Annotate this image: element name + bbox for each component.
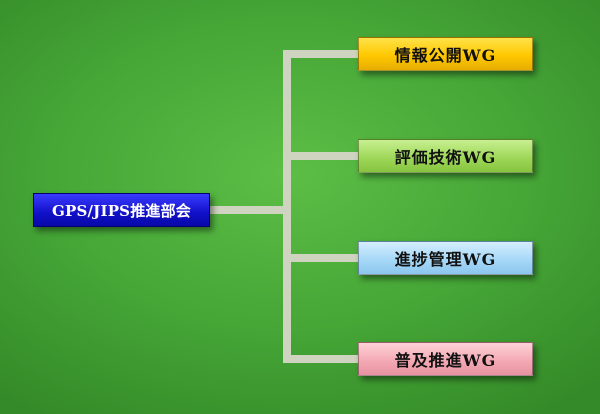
child-node-information-disclosure-wg: 情報公開WG	[358, 37, 533, 71]
root-node-label: GPS/JIPS推進部会	[51, 201, 192, 220]
child-node-label: 普及推進WG	[394, 351, 497, 370]
child-node-progress-management-wg: 進捗管理WG	[358, 241, 533, 275]
root-node-gps-jips: GPS/JIPS推進部会	[33, 193, 210, 227]
child-node-label: 進捗管理WG	[394, 250, 497, 269]
child-node-label: 評価技術WG	[394, 148, 497, 167]
child-node-promotion-wg: 普及推進WG	[358, 342, 533, 376]
child-node-label: 情報公開WG	[394, 46, 497, 65]
child-node-evaluation-technology-wg: 評価技術WG	[358, 139, 533, 173]
